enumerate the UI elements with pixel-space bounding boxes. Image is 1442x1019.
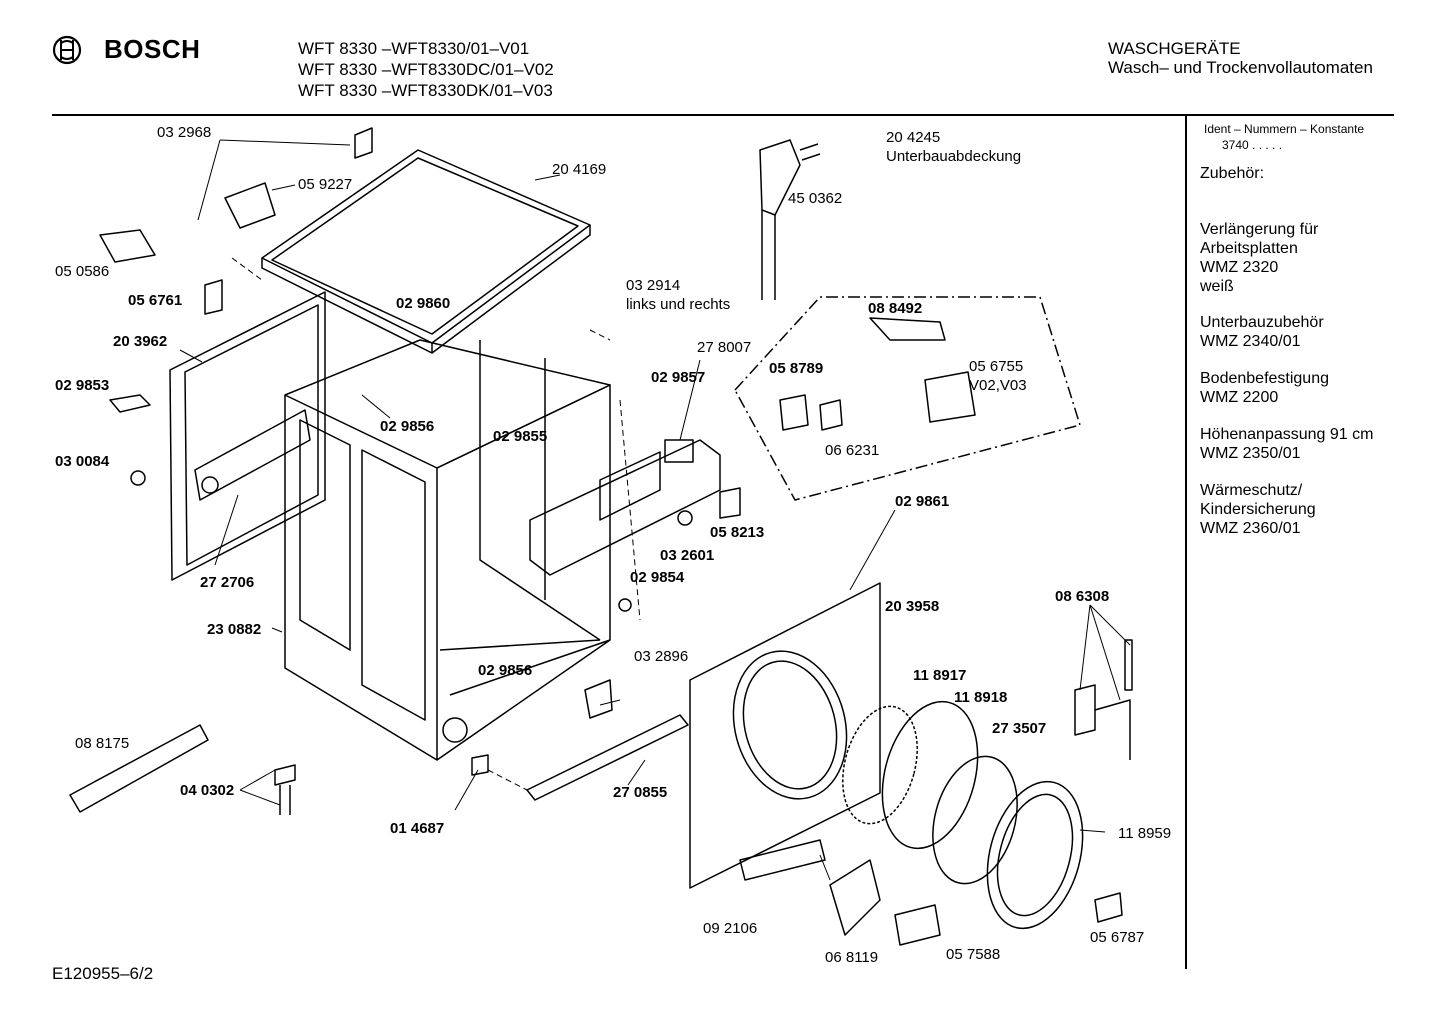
hinge-set [1074,684,1131,760]
wrench [69,724,209,813]
model-line-3: WFT 8330 –WFT8330DK/01–V03 [298,81,553,100]
hinge-pin [1124,639,1133,691]
foot-screw [274,764,296,815]
part-label: 05 8213 [710,524,764,541]
part-label: 02 9854 [630,569,685,586]
model-line-2: WFT 8330 –WFT8330DC/01–V02 [298,60,554,79]
part-label: 03 2601 [660,547,714,564]
part-label: 03 2914 [626,277,680,294]
part-label: 20 3958 [885,598,939,615]
part-label: 27 2706 [200,574,254,591]
module-transformer [924,371,976,423]
control-panel [529,439,721,576]
accessories-title: Zubehör: [1200,165,1265,182]
model-line-1: WFT 8330 –WFT8330/01–V01 [298,39,530,58]
part-label: 02 9857 [651,369,705,386]
door-lock [894,904,941,946]
part-label: 05 6787 [1090,929,1144,946]
part-label: 05 6755 [969,358,1023,375]
part-filter [99,229,156,263]
part-grommet [719,487,741,519]
part-label: 05 6761 [128,292,182,309]
door-handle [739,839,826,881]
brand-name: BOSCH [104,34,201,64]
part-label: 27 0855 [613,784,667,801]
part-label: 02 9856 [478,662,532,679]
part-label: 08 8175 [75,735,129,752]
part-label: 20 4245 [886,129,940,146]
front-panel [689,582,881,889]
part-label: 02 9853 [55,377,109,394]
part-label: 20 3962 [113,333,167,350]
rail [526,714,689,801]
part-label: 11 8917 [913,667,966,684]
part-label: 27 3507 [992,720,1046,737]
cabinet-body [284,339,611,761]
part-label: 01 4687 [390,820,444,837]
part-switch [204,279,223,315]
part-label: 23 0882 [207,621,261,638]
part-label: 03 0084 [55,453,110,470]
part-label: 11 8918 [954,689,1007,706]
accessory-item: Wärmeschutz/Kindersicherung WMZ 2360/01 [1200,482,1316,537]
part-plug [618,598,632,612]
bosch-armature-icon [52,35,82,64]
part-label: 11 8959 [1118,825,1171,842]
category-title: WASCHGERÄTE [1108,39,1241,58]
part-clip-small [471,754,489,776]
part-label: 08 8492 [868,300,922,317]
part-label: V02,V03 [969,377,1027,394]
module-relay [779,394,809,431]
part-label: 09 2106 [703,920,757,937]
part-hinge [109,394,151,413]
ident-label: Ident – Nummern – Konstante [1204,122,1365,136]
part-label: 03 2896 [634,648,688,665]
power-cord [759,139,821,300]
top-lid [261,149,591,354]
part-label: Unterbauabdeckung [886,148,1021,165]
part-label: 04 0302 [180,782,234,799]
part-label: links und rechts [626,296,730,313]
handle-cover [829,859,881,936]
side-panel [169,291,326,581]
part-label: 02 9856 [380,418,434,435]
part-label: 05 0586 [55,263,109,280]
part-label: 05 8789 [769,360,823,377]
part-label: 02 9861 [895,493,949,510]
part-label: 08 6308 [1055,588,1109,605]
part-seal [224,182,276,229]
part-label: 27 8007 [697,339,751,356]
part-latch [1094,892,1123,923]
part-label: 05 7588 [946,946,1000,963]
sidebar-divider [1185,116,1187,969]
part-knob [677,510,693,526]
header-divider [52,114,1394,116]
door-assembly [842,700,1084,930]
part-clip [354,127,373,159]
module-board [869,317,946,341]
category-subtitle: Wasch– und Trockenvollautomaten [1108,58,1373,77]
document-code: E120955–6/2 [52,964,154,983]
leader-lines [179,139,1131,881]
part-label: 06 6231 [825,442,879,459]
part-label: 06 8119 [825,949,878,966]
part-label: 02 9855 [493,428,547,445]
part-label: 03 2968 [157,124,211,141]
ident-value: 3740 . . . . . [1222,138,1283,152]
module-filter [819,399,843,431]
part-label: 20 4169 [552,161,606,178]
part-label: 02 9860 [396,295,450,312]
module-group-outline [734,296,1081,501]
brand-logo: BOSCH [52,34,200,65]
part-cap [130,470,146,486]
part-bracket [584,679,613,719]
part-label: 45 0362 [788,190,842,207]
part-label: 05 9227 [298,176,352,193]
